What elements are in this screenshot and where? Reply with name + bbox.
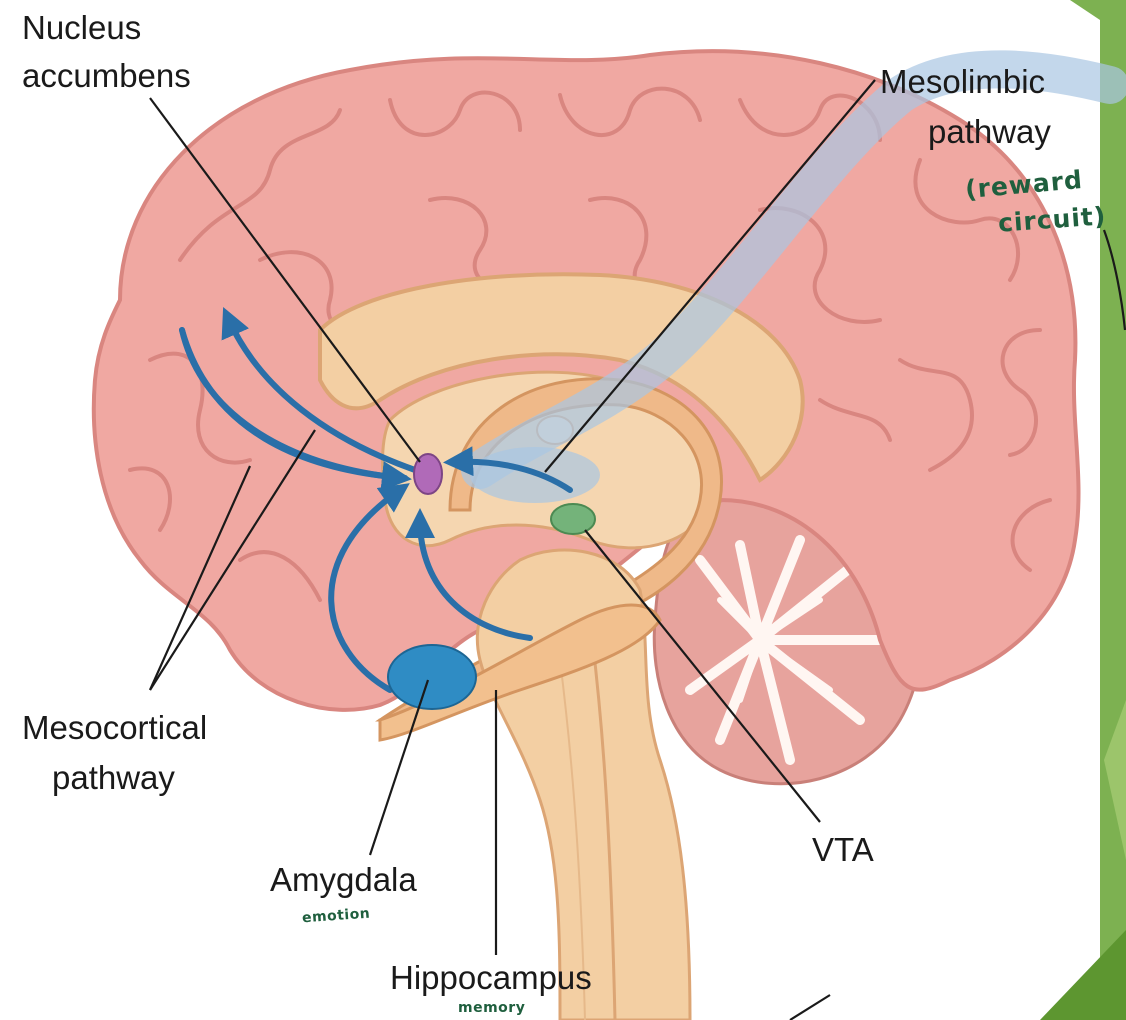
nucleus-accumbens-structure	[413, 453, 443, 495]
vta-structure	[550, 503, 596, 535]
label-mesolimbic-line2: pathway	[928, 113, 1051, 150]
label-mesolimbic-line1: Mesolimbic	[880, 63, 1046, 100]
leader-lines	[148, 79, 1126, 1020]
label-mesocortical-line2: pathway	[52, 759, 175, 796]
annotation-memory: memory	[458, 1000, 526, 1016]
label-mesocortical-line1: Mesocortical	[22, 709, 208, 746]
label-nucleus-accumbens-line1: Nucleus	[22, 9, 142, 46]
label-nucleus-accumbens-line2: accumbens	[22, 57, 191, 94]
mesolimbic-highlight	[461, 50, 1126, 489]
mesocortical-arrows	[179, 307, 573, 693]
label-hippocampus: Hippocampus	[390, 959, 592, 996]
label-vta: VTA	[812, 831, 874, 868]
label-amygdala: Amygdala	[270, 861, 417, 898]
amygdala-structure	[387, 644, 477, 710]
